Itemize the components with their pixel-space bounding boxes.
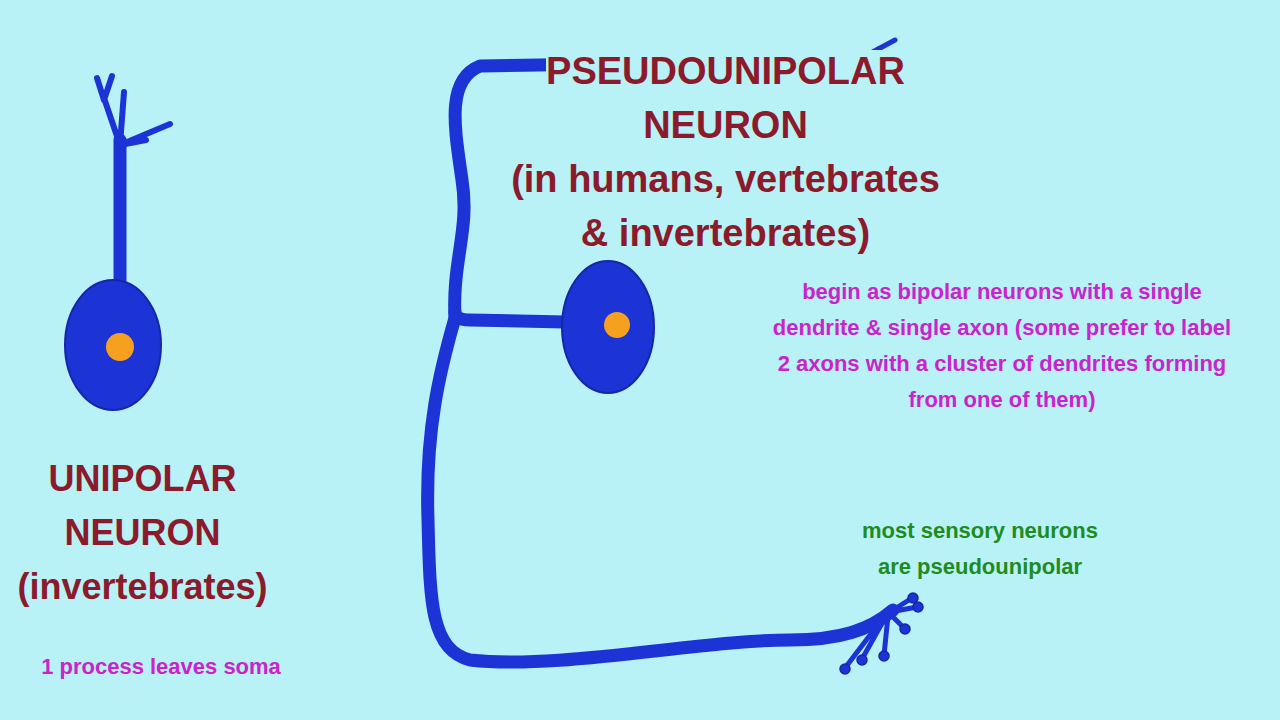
neuron-type-label: PSEUDOUNIPOLAR NEURON	[546, 50, 905, 146]
label-box: 1 process leaves soma	[16, 650, 306, 684]
label-box: begin as bipolar neurons with a single d…	[772, 274, 1232, 418]
note-text: most sensory neurons are pseudounipolar	[862, 518, 1098, 579]
dendrite-branches	[97, 76, 170, 145]
single-process	[114, 140, 127, 285]
note-text: 1 process leaves soma	[41, 654, 281, 679]
label-box: PSEUDOUNIPOLAR NEURON	[503, 44, 948, 152]
terminal-boutons	[840, 593, 923, 674]
neuron-type-label: UNIPOLAR NEURON (invertebrates)	[17, 458, 267, 607]
axon-terminals	[845, 598, 917, 668]
label-box: (in humans, vertebrates & invertebrates)	[503, 152, 948, 260]
unipolar-neuron	[65, 76, 170, 410]
label-box: UNIPOLAR NEURON (invertebrates)	[0, 452, 285, 614]
note-text: begin as bipolar neurons with a single d…	[773, 279, 1231, 412]
soma	[65, 280, 161, 410]
nucleus	[106, 333, 134, 361]
nucleus	[604, 312, 630, 338]
soma	[562, 261, 654, 393]
label-box: most sensory neurons are pseudounipolar	[845, 513, 1115, 585]
species-note: (in humans, vertebrates & invertebrates)	[511, 158, 940, 254]
stem-process	[455, 312, 565, 322]
